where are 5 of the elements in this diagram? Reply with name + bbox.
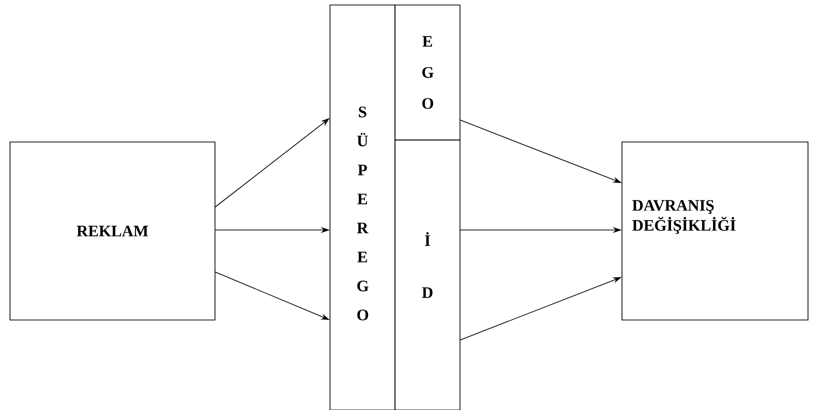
box-label: S Ü P E R E G O <box>357 106 368 320</box>
box-label: E G O <box>422 36 434 109</box>
box-label: İ D <box>422 232 432 298</box>
box-label: REKLAM <box>76 226 148 236</box>
box-label: DAVRANIŞ DEĞİŞİKLİĞİ <box>632 200 736 234</box>
